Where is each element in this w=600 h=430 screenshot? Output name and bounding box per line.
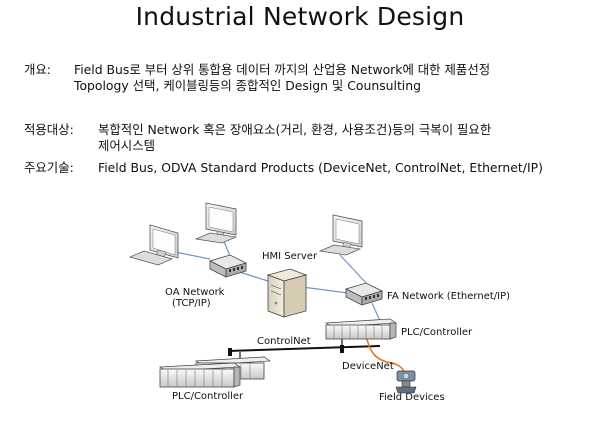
target-line-1: 복합적인 Network 혹은 장애요소(거리, 환경, 사용조건)등의 극복이… bbox=[98, 122, 492, 137]
hmi-server-icon bbox=[266, 268, 308, 318]
page-title: Industrial Network Design bbox=[135, 2, 465, 31]
hmi-server-label: HMI Server bbox=[262, 251, 318, 262]
plc-controller-top-label: PLC/Controller bbox=[401, 327, 473, 338]
plc-controller-icon bbox=[324, 318, 398, 340]
field-device-icon bbox=[395, 370, 417, 394]
tech-line-1: Field Bus, ODVA Standard Products (Devic… bbox=[98, 160, 543, 175]
overview-line-2: Topology 선택, 케이블링등의 종합적인 Design 및 Counsu… bbox=[74, 78, 421, 93]
oa-network-protocol-label: (TCP/IP) bbox=[172, 298, 211, 309]
computer-icon bbox=[194, 202, 238, 244]
tech-section: 주요기술: Field Bus, ODVA Standard Products … bbox=[24, 160, 584, 178]
computer-icon bbox=[318, 214, 363, 256]
target-label: 적용대상: bbox=[24, 122, 74, 137]
link-fa-plc bbox=[371, 302, 381, 322]
oa-network-label: OA Network bbox=[165, 287, 225, 298]
fa-switch-icon bbox=[344, 282, 384, 306]
link-server-fa bbox=[301, 286, 349, 294]
link-fa-pc3 bbox=[339, 254, 369, 286]
tech-label: 주요기술: bbox=[24, 160, 74, 175]
overview-line-1: Field Bus로 부터 상위 통합용 데이터 까지의 산업용 Network… bbox=[74, 62, 491, 77]
computer-icon bbox=[128, 224, 179, 266]
devicenet-label: DeviceNet bbox=[342, 361, 394, 372]
plc-controller-icon bbox=[158, 362, 242, 388]
controlnet-label: ControlNet bbox=[257, 336, 311, 347]
oa-switch-icon bbox=[208, 254, 248, 278]
plc-controller-bottom-label: PLC/Controller bbox=[172, 391, 244, 402]
network-diagram: HMI Server OA Network (TCP/IP) FA Networ… bbox=[128, 202, 510, 403]
target-section: 적용대상: 복합적인 Network 혹은 장애요소(거리, 환경, 사용조건)… bbox=[24, 122, 584, 156]
overview-label: 개요: bbox=[24, 62, 51, 77]
field-devices-label: Field Devices bbox=[379, 392, 445, 403]
fa-network-label: FA Network (Ethernet/IP) bbox=[387, 291, 510, 302]
devicenet-cable bbox=[365, 334, 406, 376]
overview-section: 개요: Field Bus로 부터 상위 통합용 데이터 까지의 산업용 Net… bbox=[24, 62, 584, 96]
target-line-2: 제어시스템 bbox=[98, 138, 155, 153]
